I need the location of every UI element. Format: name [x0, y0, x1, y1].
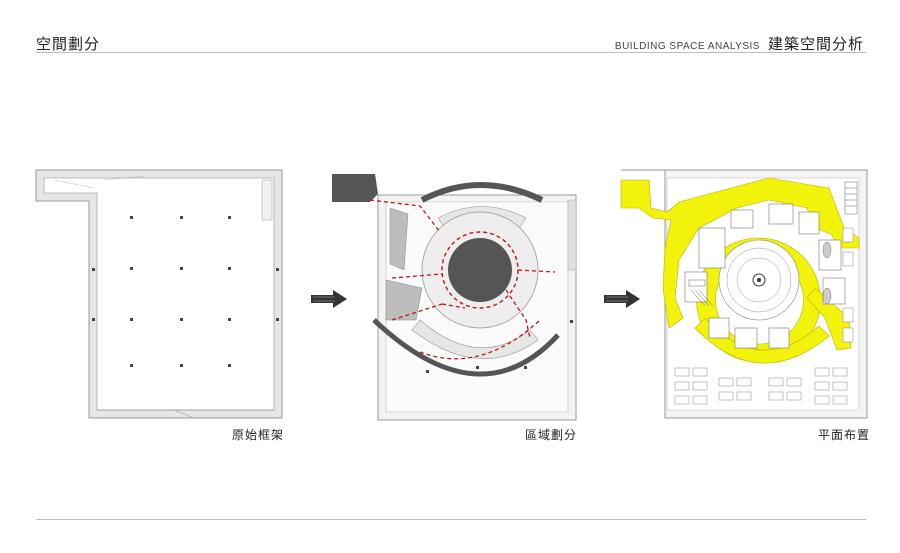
footer-divider — [36, 519, 866, 520]
header-title-en: BUILDING SPACE ANALYSIS — [614, 41, 760, 52]
header-right: BUILDING SPACE ANALYSIS 建築空間分析 — [615, 33, 864, 54]
panel-caption-zones: 區域劃分 — [525, 428, 578, 442]
arrow-right-icon — [311, 290, 347, 308]
original-frame-plan — [35, 169, 283, 419]
zone-division-plan — [332, 174, 577, 421]
panel-caption-original: 原始框架 — [232, 428, 285, 442]
panel-caption-layout: 平面布置 — [818, 428, 871, 442]
section-title: 空間劃分 — [36, 35, 101, 53]
arrow-right-icon — [604, 290, 640, 308]
floor-layout-plan — [620, 169, 868, 419]
header-divider — [36, 52, 866, 53]
header-title-cn: 建築空間分析 — [767, 35, 864, 53]
